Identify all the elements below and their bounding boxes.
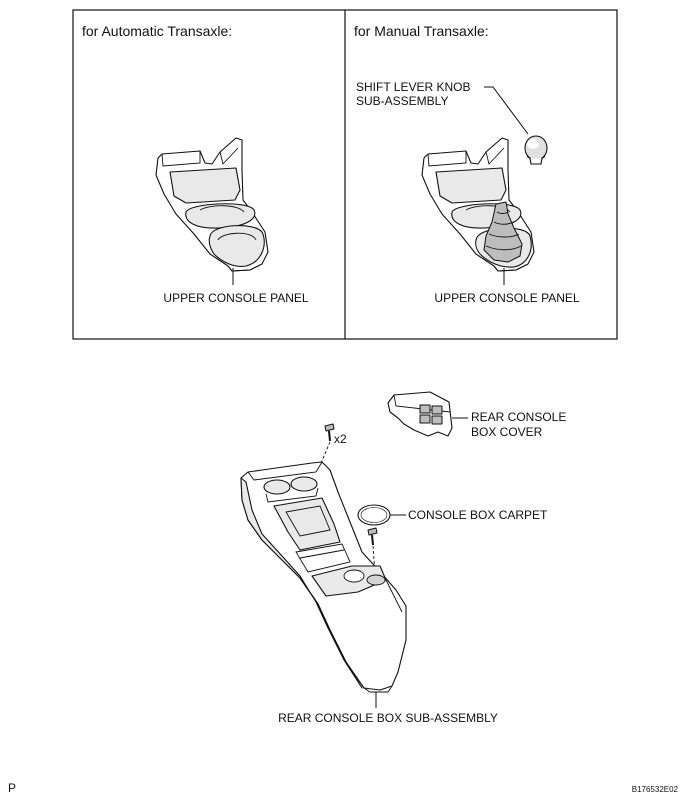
rear-box-label: REAR CONSOLE BOX SUB-ASSEMBLY [278, 711, 498, 725]
leader-shift-knob [484, 86, 529, 135]
upper-console-panel-manual [421, 137, 535, 272]
rear-cover-label-line2: BOX COVER [471, 425, 543, 439]
screw-quantity-label: x2 [334, 432, 347, 446]
screw-lower [367, 527, 378, 546]
carpet-label: CONSOLE BOX CARPET [408, 508, 548, 522]
shift-lever-knob [524, 135, 548, 165]
rear-console-box-sub-assembly [240, 461, 407, 693]
upper-console-panel-label-automatic: UPPER CONSOLE PANEL [163, 291, 308, 305]
footer-left-mark: P [8, 781, 16, 795]
shift-knob-label-line1: SHIFT LEVER KNOB [356, 80, 470, 94]
variant-frame [72, 9, 618, 340]
upper-console-panel-label-manual: UPPER CONSOLE PANEL [434, 291, 579, 305]
console-box-carpet [357, 504, 391, 526]
figure-code: B176532E02 [632, 785, 679, 794]
rear-cover-label-line1: REAR CONSOLE [471, 410, 566, 424]
manual-transaxle-header: for Manual Transaxle: [354, 23, 489, 39]
shift-knob-label-line2: SUB-ASSEMBLY [356, 94, 448, 108]
automatic-transaxle-header: for Automatic Transaxle: [82, 23, 232, 39]
screw-top [324, 423, 335, 442]
rear-console-box-cover [387, 391, 453, 437]
upper-console-panel-automatic [155, 137, 269, 272]
